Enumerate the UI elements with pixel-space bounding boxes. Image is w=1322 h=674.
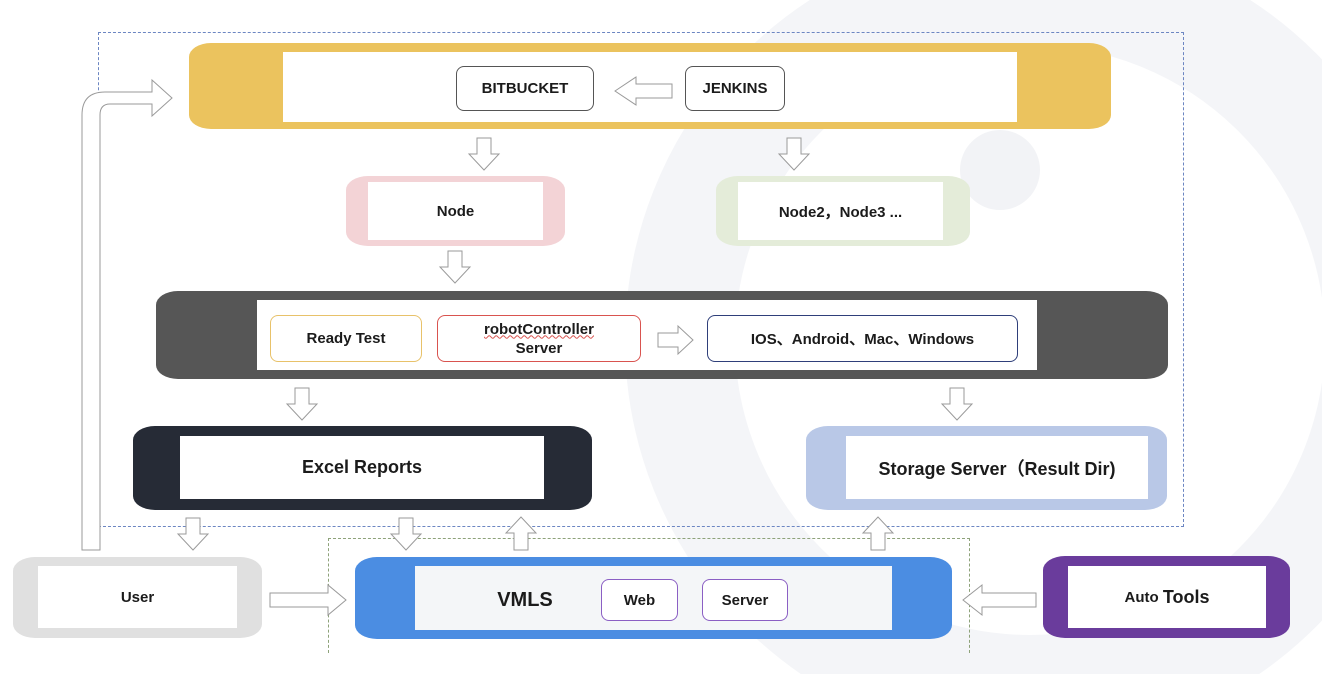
node-others-box[interactable]: Node2，Node3 ...: [738, 182, 943, 240]
robot-controller-label: robotController: [484, 320, 594, 338]
arrow-controller-to-storage: [940, 387, 974, 421]
auto-tools-suffix: Tools: [1162, 586, 1210, 607]
user-box[interactable]: User: [38, 566, 237, 628]
auto-tools-box[interactable]: Auto Tools: [1068, 566, 1266, 628]
vmls-web-box[interactable]: Web: [601, 579, 678, 621]
arrow-node-to-controller: [438, 250, 472, 284]
robot-controller-server-label: Server: [515, 339, 563, 357]
arrow-user-to-vmls: [269, 583, 347, 617]
arrow-excel-to-vmls: [389, 517, 423, 551]
arrow-jenkins-to-bitbucket: [614, 76, 673, 106]
ready-test-box[interactable]: Ready Test: [270, 315, 422, 362]
storage-server-box[interactable]: Storage Server（Result Dir): [846, 436, 1148, 499]
platforms-box[interactable]: IOS、Android、Mac、Windows: [707, 315, 1018, 362]
vmls-server-box[interactable]: Server: [702, 579, 788, 621]
arrow-user-to-ci: [81, 78, 173, 551]
vmls-title: VMLS: [497, 588, 553, 611]
arrow-vmls-to-storage: [861, 516, 895, 551]
bitbucket-box[interactable]: BITBUCKET: [456, 66, 594, 111]
robot-controller-box[interactable]: robotController Server: [437, 315, 641, 362]
arrow-vmls-to-excel: [504, 516, 538, 551]
jenkins-box[interactable]: JENKINS: [685, 66, 785, 111]
arrow-controller-to-excel: [285, 387, 319, 421]
arrow-ci-to-node-others: [777, 137, 811, 171]
arrow-autotools-to-vmls: [962, 583, 1037, 617]
arrow-excel-to-user: [176, 517, 210, 551]
arrow-controller-to-platforms: [657, 324, 694, 356]
node-box[interactable]: Node: [368, 182, 543, 240]
excel-reports-box[interactable]: Excel Reports: [180, 436, 544, 499]
arrow-ci-to-node: [467, 137, 501, 171]
auto-tools-prefix: Auto: [1124, 588, 1159, 606]
